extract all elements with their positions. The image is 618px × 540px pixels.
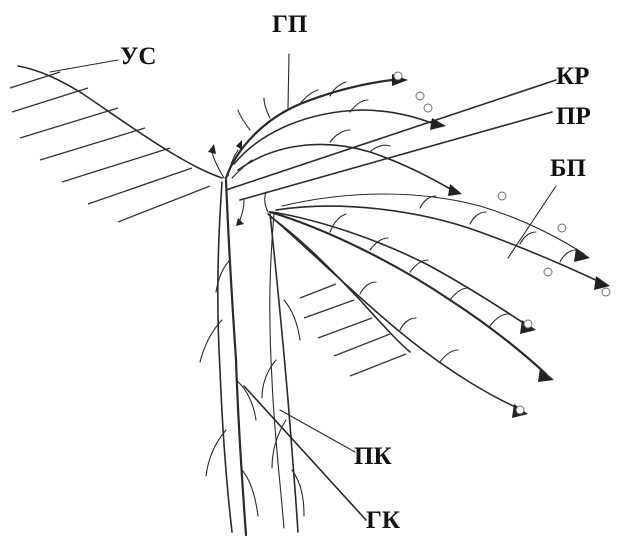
label-pk: ПК: [354, 444, 392, 469]
label-gp: ГП: [272, 12, 307, 37]
slope-hatching-right: [300, 284, 406, 376]
slope-hatching-left: [10, 72, 210, 222]
label-gk: ГК: [366, 508, 400, 533]
label-bp: БП: [550, 156, 586, 181]
side-shoots: [268, 192, 610, 418]
main-roots: [200, 180, 304, 535]
soil-surface-line: [18, 66, 222, 178]
label-pr: ПР: [556, 104, 591, 129]
label-us: УС: [120, 44, 156, 69]
label-kr: КР: [556, 64, 589, 89]
